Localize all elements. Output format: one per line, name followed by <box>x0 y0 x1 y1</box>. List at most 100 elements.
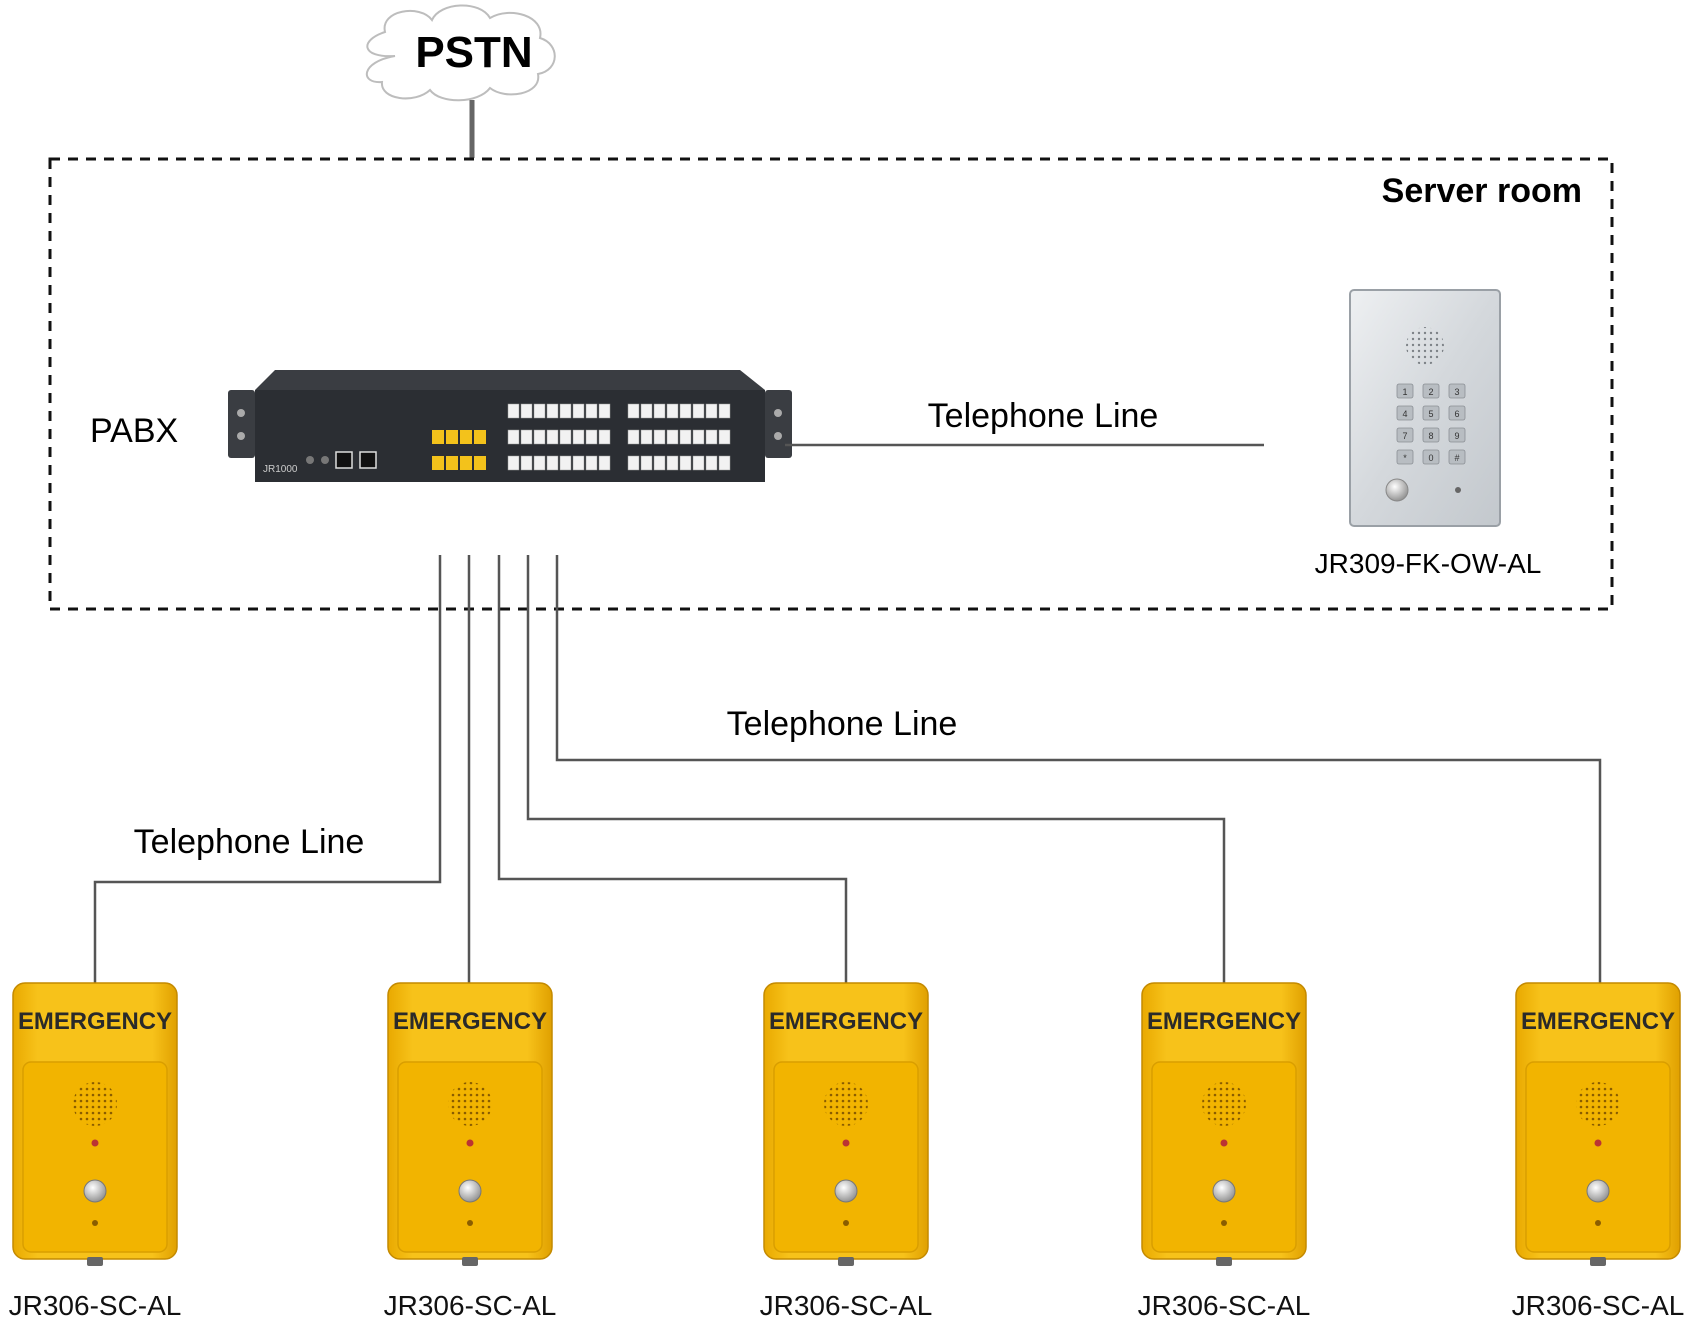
keypad-key <box>1396 449 1414 465</box>
extension-port <box>705 429 718 445</box>
extension-port <box>627 429 640 445</box>
extension-port <box>585 429 598 445</box>
extension-port <box>598 429 611 445</box>
extension-port <box>507 455 520 471</box>
cable-gland <box>462 1257 478 1266</box>
trunk-port <box>432 430 444 444</box>
trunk-port <box>446 456 458 470</box>
extension-port <box>559 455 572 471</box>
cloud-icon <box>365 4 556 102</box>
extension-port <box>705 403 718 419</box>
server-room-boundary <box>48 157 1614 611</box>
emergency-phone-lines <box>93 555 1602 983</box>
emergency-phone-model: JR306-SC-AL <box>384 1290 557 1321</box>
extension-port <box>546 403 559 419</box>
extension-port <box>640 429 653 445</box>
trunk-port <box>474 456 486 470</box>
extension-port <box>585 455 598 471</box>
speaker-grille <box>1202 1082 1246 1126</box>
line-to-phone-5 <box>555 555 1602 983</box>
keypad-key <box>1422 383 1440 399</box>
extension-port <box>533 429 546 445</box>
keypad-key-label: 9 <box>1454 431 1459 441</box>
extension-port <box>572 403 585 419</box>
extension-port <box>546 429 559 445</box>
pstn-label: PSTN <box>415 28 532 77</box>
keypad-key-label: 2 <box>1428 387 1433 397</box>
status-led <box>1455 487 1461 493</box>
emergency-phone-model: JR306-SC-AL <box>1138 1290 1311 1321</box>
keypad-key-label: 6 <box>1454 409 1459 419</box>
keypad-key-label: 8 <box>1428 431 1433 441</box>
emergency-phone: EMERGENCY JR306-SC-AL <box>760 982 933 1321</box>
emergency-label: EMERGENCY <box>1147 1008 1301 1035</box>
extension-port <box>507 403 520 419</box>
status-led <box>91 1139 99 1147</box>
extension-port <box>585 403 598 419</box>
keypad-key-label: 3 <box>1454 387 1459 397</box>
status-led <box>842 1139 850 1147</box>
emergency-phone-model: JR306-SC-AL <box>760 1290 933 1321</box>
extension-port <box>520 455 533 471</box>
cable-gland <box>1590 1257 1606 1266</box>
emergency-phone-model: JR306-SC-AL <box>9 1290 182 1321</box>
extension-port <box>692 429 705 445</box>
keypad-key-label: 0 <box>1428 453 1433 463</box>
extension-port <box>653 403 666 419</box>
line-to-phone-4 <box>526 555 1226 983</box>
extension-port <box>520 403 533 419</box>
extension-port <box>692 455 705 471</box>
extension-port <box>718 429 731 445</box>
extension-port <box>640 403 653 419</box>
extension-port <box>598 403 611 419</box>
extension-port <box>679 403 692 419</box>
line-label-left: Telephone Line <box>134 823 365 861</box>
emergency-phone: EMERGENCY JR306-SC-AL <box>1138 982 1311 1321</box>
pabx-device: JR1000 <box>228 370 792 482</box>
extension-port <box>666 429 679 445</box>
extension-port <box>627 455 640 471</box>
pabx-label: PABX <box>90 412 178 450</box>
server-room-label: Server room <box>1382 172 1582 210</box>
call-button <box>834 1179 858 1203</box>
keypad-key <box>1422 427 1440 443</box>
extension-port <box>653 455 666 471</box>
microphone-icon <box>843 1220 849 1226</box>
emergency-phones: EMERGENCY JR306-SC-AL EMERGENCY JR306-SC-AL… <box>9 982 1684 1321</box>
extension-port <box>627 403 640 419</box>
call-button <box>83 1179 107 1203</box>
extension-port <box>572 429 585 445</box>
call-button <box>1385 478 1409 502</box>
keypad-key-label: 5 <box>1428 409 1433 419</box>
extension-port <box>559 403 572 419</box>
speaker-grille <box>1406 327 1444 365</box>
keypad-key-label: 7 <box>1402 431 1407 441</box>
extension-port <box>666 403 679 419</box>
status-led <box>466 1139 474 1147</box>
trunk-port <box>432 456 444 470</box>
call-button <box>1212 1179 1236 1203</box>
trunk-port <box>460 456 472 470</box>
extension-port <box>533 403 546 419</box>
speaker-grille <box>73 1082 117 1126</box>
status-led <box>1220 1139 1228 1147</box>
emergency-phone-recess <box>1525 1061 1671 1253</box>
extension-port <box>533 455 546 471</box>
emergency-label: EMERGENCY <box>1521 1008 1675 1035</box>
keypad-key-label: * <box>1403 453 1407 463</box>
extension-port <box>559 429 572 445</box>
emergency-phone-recess <box>397 1061 543 1253</box>
cable-gland <box>1216 1257 1232 1266</box>
emergency-label: EMERGENCY <box>393 1008 547 1035</box>
extension-port <box>705 455 718 471</box>
keypad-key <box>1448 427 1466 443</box>
extension-port <box>640 455 653 471</box>
microphone-icon <box>1221 1220 1227 1226</box>
trunk-port <box>446 430 458 444</box>
emergency-label: EMERGENCY <box>769 1008 923 1035</box>
keypad-phone-model: JR309-FK-OW-AL <box>1315 548 1542 579</box>
